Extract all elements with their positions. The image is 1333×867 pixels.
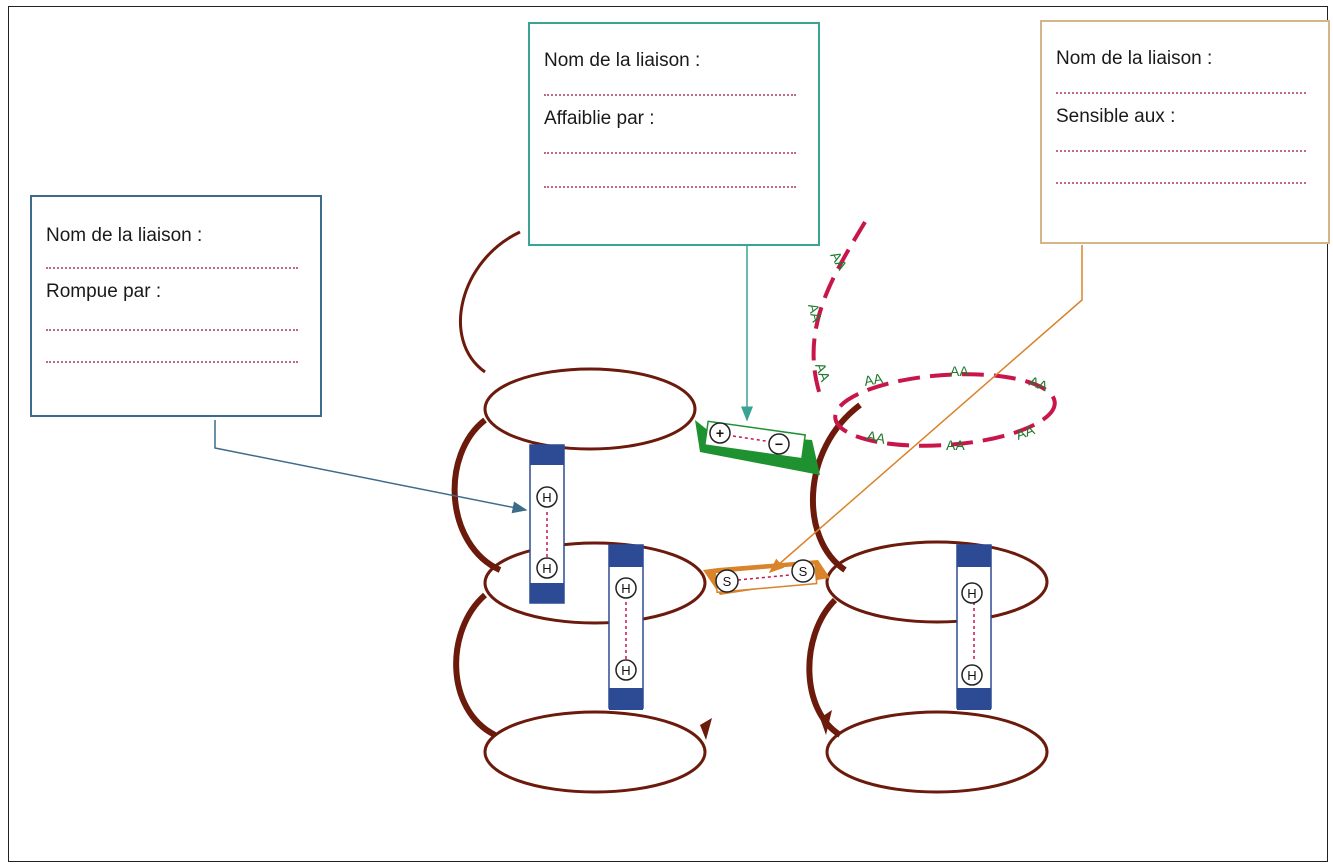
label-box-left: Nom de la liaison : Rompue par : [30,195,322,417]
answer-line[interactable] [1056,182,1306,184]
box-middle-subtitle: Affaiblie par : [544,108,655,129]
amino-acid-label: AA [950,363,969,379]
left-helix-back-1 [451,417,502,573]
left-helix-top-tail [459,230,521,374]
amino-acid-label: AA [1014,421,1038,443]
left-helix-coil-2 [483,541,707,625]
answer-line[interactable] [544,94,796,96]
sulfur-atom: S [715,569,739,593]
arrow-right-box [768,245,1083,573]
svg-text:H: H [542,490,551,505]
box-right-subtitle: Sensible aux : [1056,106,1176,127]
hydrogen-atom: H [615,577,637,599]
right-helix-back-2 [806,597,842,738]
disulfide-bond: S S [703,559,830,595]
right-helix-coil-1 [825,540,1049,624]
positive-charge: + [709,422,731,444]
hydrogen-atom: H [615,659,637,681]
hydrogen-bond-2 [608,544,644,710]
box-left-title: Nom de la liaison : [46,225,203,246]
svg-text:H: H [542,561,551,576]
sulfur-atom: S [791,559,815,583]
amino-acid-label: AA [812,361,834,385]
amino-acid-label: AA [805,302,825,325]
hydrogen-atom: H [961,664,983,686]
svg-text:S: S [799,564,808,579]
left-helix [451,230,712,794]
svg-text:−: − [775,436,783,452]
box-left-subtitle: Rompue par : [46,281,162,302]
answer-line[interactable] [46,361,298,363]
hydrogen-atom: H [536,557,558,579]
svg-text:H: H [967,668,976,683]
right-helix-coil-2 [825,710,1049,794]
label-box-right: Nom de la liaison : Sensible aux : [1040,20,1330,244]
amino-acid-labels: AA AA AA AA AA AA AA AA AA [805,249,1051,454]
svg-text:H: H [621,581,630,596]
box-right-title: Nom de la liaison : [1056,48,1213,69]
svg-text:+: + [716,425,724,441]
right-helix [806,402,1049,794]
ionic-bond: + − [695,420,820,475]
amino-acid-label: AA [863,370,885,389]
hydrogen-atom: H [961,582,983,604]
answer-line[interactable] [544,186,796,188]
svg-text:H: H [621,663,630,678]
right-helix-back-1 [809,402,862,573]
answer-line[interactable] [1056,150,1306,152]
left-helix-back-2 [453,592,497,738]
amino-acid-label: AA [946,437,965,453]
amino-acid-label: AA [1027,373,1051,395]
answer-line[interactable] [1056,92,1306,94]
left-helix-coil-1 [483,367,697,451]
hydrogen-atom: H [536,486,558,508]
label-box-middle: Nom de la liaison : Affaiblie par : [528,22,820,246]
answer-line[interactable] [544,152,796,154]
left-helix-coil-3 [483,710,707,794]
hydrogen-bond-1 [529,444,565,604]
svg-text:S: S [723,574,732,589]
amino-acid-loop [811,220,1057,448]
hydrogen-bond-3 [956,544,992,710]
answer-line[interactable] [46,267,298,269]
arrow-left-box [214,420,528,514]
box-middle-title: Nom de la liaison : [544,50,701,71]
amino-acid-label: AA [865,427,887,447]
negative-charge: − [768,433,790,455]
svg-text:H: H [967,586,976,601]
answer-line[interactable] [46,329,298,331]
